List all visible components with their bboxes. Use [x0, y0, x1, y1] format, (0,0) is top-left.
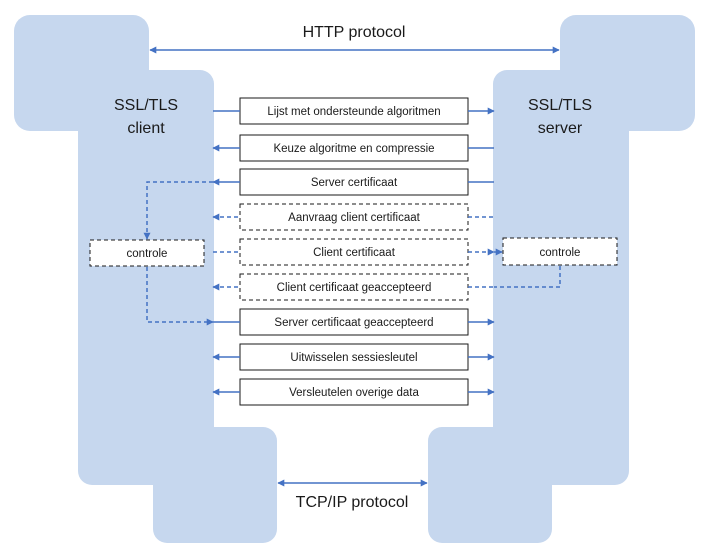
message-box — [239, 238, 469, 266]
tcp-label: TCP/IP protocol — [296, 494, 409, 511]
flow-to-client-check — [143, 181, 213, 240]
message-label: Server certificaat geaccepteerd — [274, 317, 433, 329]
client-title-line1: SSL/TLS — [114, 97, 178, 114]
client-shape — [14, 15, 277, 543]
server-title-line1: SSL/TLS — [528, 97, 592, 114]
message-label: Versleutelen overige data — [289, 387, 419, 399]
server-shape — [428, 15, 695, 543]
message-box — [239, 203, 469, 231]
flow-from-client-check — [146, 267, 214, 326]
server-check-label: controle — [540, 247, 581, 259]
server-check-box — [502, 237, 618, 266]
message-label: Lijst met ondersteunde algoritmen — [267, 106, 440, 118]
message-label: Keuze algoritme en compressie — [273, 143, 434, 155]
message-box — [239, 168, 469, 196]
server-title-line2: server — [538, 120, 583, 137]
message-label: Aanvraag client certificaat — [288, 212, 420, 224]
message-label: Server certificaat — [311, 177, 398, 189]
message-box — [239, 378, 469, 406]
message-label: Client certificaat geaccepteerd — [277, 282, 432, 294]
http-label: HTTP protocol — [303, 24, 406, 41]
client-check-label: controle — [127, 248, 168, 260]
flow-from-server-check — [494, 266, 561, 288]
message-label: Uitwisselen sessiesleutel — [290, 352, 417, 364]
message-label: Client certificaat — [313, 247, 396, 259]
client-title-line2: client — [127, 120, 165, 137]
client-check-box — [89, 239, 205, 267]
